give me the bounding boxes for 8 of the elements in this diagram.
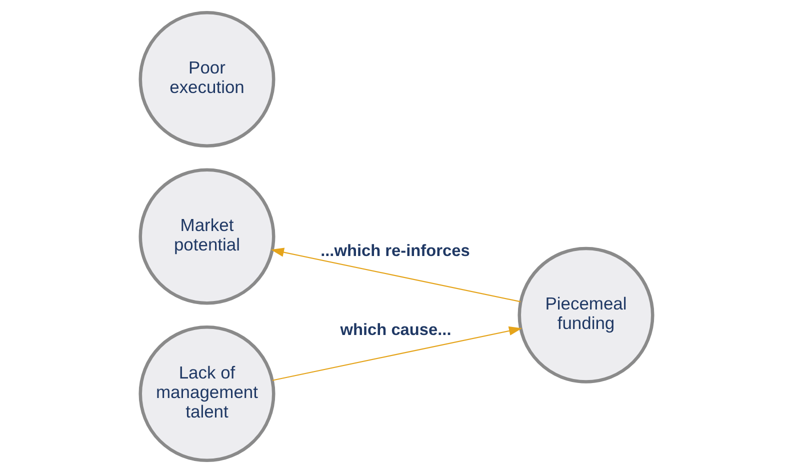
node-circle: Market potential: [138, 168, 275, 305]
node-circle: Poor execution: [138, 10, 275, 148]
edge-label: which cause...: [340, 320, 451, 339]
edge-label: ...which re-inforces: [320, 242, 470, 260]
arrow: [270, 248, 520, 302]
arrow: [272, 326, 522, 381]
node-circle: Piecemeal funding: [517, 246, 654, 384]
node-circle: Lack of management talent: [138, 326, 275, 462]
